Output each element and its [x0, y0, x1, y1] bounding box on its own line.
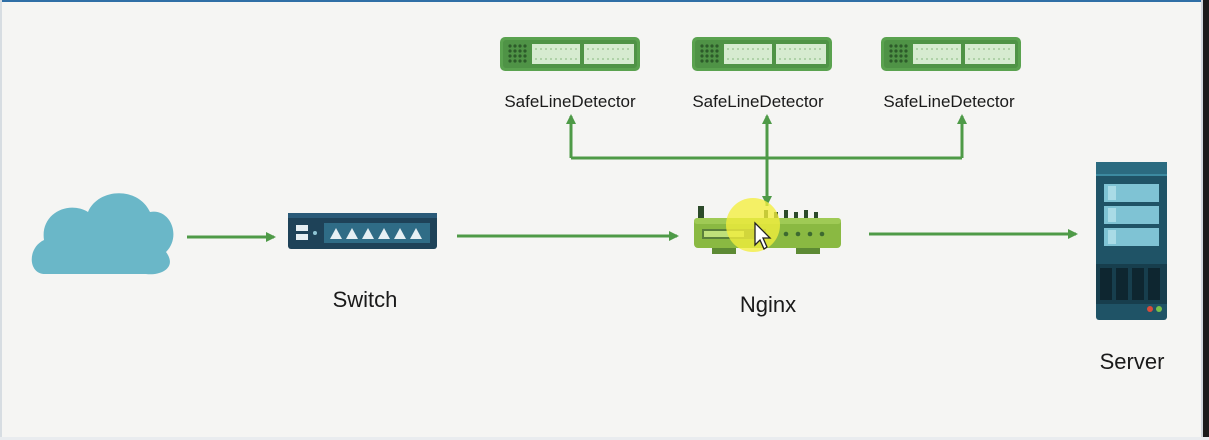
switch-label: Switch: [333, 287, 398, 312]
detector-3: SafeLineDetector: [880, 36, 1022, 111]
server-icon: [1096, 162, 1167, 320]
detector-1-label: SafeLineDetector: [504, 92, 636, 111]
detector-icon: [880, 36, 1022, 72]
nginx-label: Nginx: [740, 292, 796, 317]
window-left-border: [0, 0, 2, 440]
switch-icon: [288, 213, 437, 249]
window-top-border: [0, 0, 1209, 2]
detector-1: SafeLineDetector: [499, 36, 641, 111]
detector-2-label: SafeLineDetector: [692, 92, 824, 111]
detector-2: SafeLineDetector: [691, 36, 833, 111]
window-right-border: [1201, 0, 1203, 440]
mouse-cursor-icon: [726, 198, 780, 252]
server-label: Server: [1100, 349, 1165, 374]
window-bottom-border: [0, 437, 1209, 440]
connectors: [187, 114, 1078, 242]
detector-3-label: SafeLineDetector: [883, 92, 1015, 111]
detector-icon: [691, 36, 833, 72]
window-right-edge: [1203, 0, 1209, 440]
detector-icon: [499, 36, 641, 72]
cloud-icon: [31, 193, 174, 275]
